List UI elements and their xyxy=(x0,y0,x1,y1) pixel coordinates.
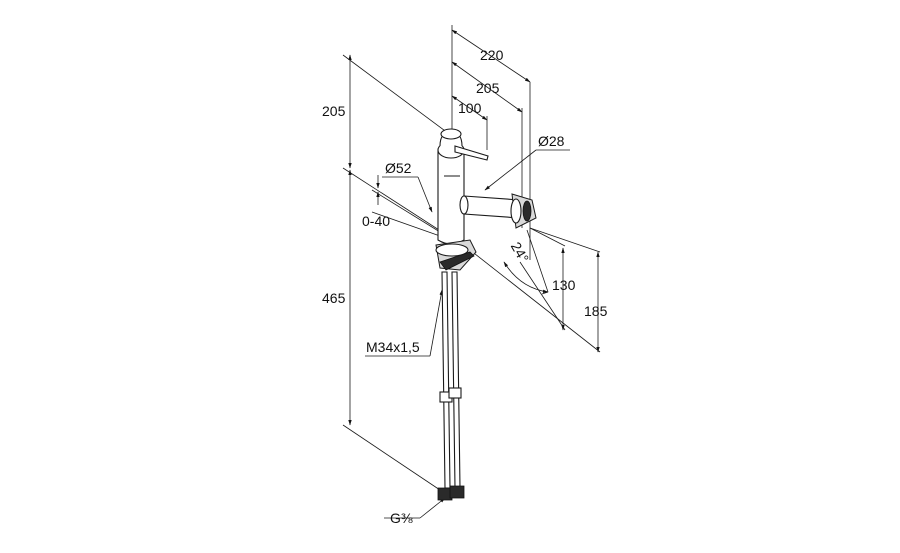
dim-d52: Ø52 xyxy=(385,160,412,176)
dim-connection: G⅜ xyxy=(390,510,413,526)
dim-220: 220 xyxy=(480,47,504,63)
dim-0-40: 0-40 xyxy=(362,213,390,229)
dimension-lines xyxy=(342,25,601,519)
dim-465: 465 xyxy=(322,290,346,306)
dim-d28: Ø28 xyxy=(538,133,565,149)
dim-130: 130 xyxy=(552,277,576,293)
dim-185: 185 xyxy=(584,303,608,319)
dim-205-left: 205 xyxy=(322,103,346,119)
dimension-labels: 220 205 100 Ø28 Ø52 205 0-40 24° 130 185… xyxy=(322,47,608,526)
faucet-body xyxy=(435,128,537,501)
dim-205-top: 205 xyxy=(476,80,500,96)
dim-thread: M34x1,5 xyxy=(366,339,420,355)
dim-100: 100 xyxy=(458,100,482,116)
dim-24-deg: 24° xyxy=(508,239,532,265)
